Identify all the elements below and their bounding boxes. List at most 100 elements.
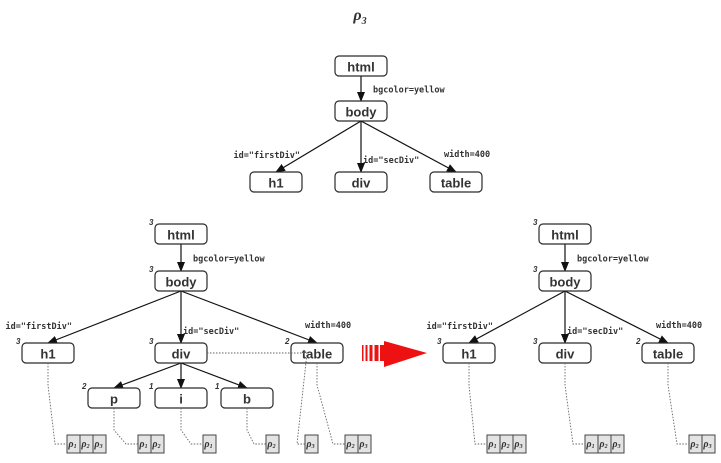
page-number: 1 — [592, 444, 595, 450]
page-cell: ρ2 — [79, 434, 94, 454]
node-count: 2 — [284, 337, 290, 346]
node-h1: h1 — [249, 171, 303, 193]
node-count: 3 — [533, 218, 538, 227]
edge-attribute-label: id="firstDiv" — [5, 321, 72, 332]
page-number: 3 — [364, 444, 368, 450]
node-label: i — [179, 392, 183, 407]
page-cell-label: ρ3 — [513, 439, 522, 451]
transform-arrow-icon — [362, 341, 427, 367]
node-label: b — [243, 392, 251, 407]
edge-html-body: bgcolor=yellow — [357, 76, 446, 102]
node-box — [154, 270, 208, 292]
node-count: 1 — [215, 382, 220, 391]
page-number: 3 — [617, 444, 621, 450]
page-set-div: ρ3 — [207, 352, 319, 454]
arrow-stripe — [365, 345, 368, 361]
node-html: html — [334, 55, 388, 77]
page-symbol: ρ — [585, 439, 591, 450]
page-symbol: ρ — [266, 439, 272, 450]
page-cell: ρ1 — [66, 434, 81, 454]
edge-arrow — [180, 290, 318, 344]
page-cell-box — [265, 434, 280, 454]
page-cell-label: ρ3 — [305, 439, 314, 451]
edge-attribute-label: bgcolor=yellow — [373, 86, 446, 96]
page-number: 3 — [708, 444, 712, 450]
page-cell-label: ρ2 — [598, 439, 607, 451]
node-count: 3 — [437, 337, 442, 346]
page-number: 1 — [494, 444, 497, 450]
node-label: table — [653, 347, 683, 362]
edge-attribute-label: width=400 — [305, 320, 351, 331]
page-cell: ρ2 — [597, 434, 612, 454]
dotted-connector — [316, 363, 345, 445]
edge-arrow — [113, 362, 182, 389]
edge-body-table: width=400 — [180, 290, 351, 344]
node-h1: h13 — [16, 337, 75, 364]
node-box — [154, 223, 208, 245]
page-cell: ρ2 — [150, 434, 165, 454]
page-symbol: ρ — [80, 439, 86, 450]
dotted-connector — [47, 363, 67, 445]
page-number: 1 — [210, 444, 213, 450]
edge-attribute-label: bgcolor=yellow — [577, 255, 650, 265]
node-div: div — [334, 171, 388, 193]
page-symbol: ρ — [345, 439, 351, 450]
page-cell-box — [202, 434, 217, 454]
node-box — [538, 223, 592, 245]
dotted-connector — [564, 363, 585, 445]
page-cell: ρ3 — [701, 434, 716, 454]
page-cell-label: ρ2 — [500, 439, 509, 451]
node-b: b1 — [215, 382, 274, 409]
page-symbol: ρ — [611, 439, 617, 450]
edge-attribute-label: id="firstDiv" — [426, 321, 493, 332]
page-cell: ρ1 — [584, 434, 599, 454]
edge-body-div: id="secDiv" — [177, 291, 239, 344]
node-label: body — [549, 275, 581, 290]
page-cell-label: ρ3 — [702, 439, 711, 451]
node-i: i1 — [149, 382, 208, 409]
edge-div-p — [113, 362, 182, 389]
node-count: 3 — [533, 265, 538, 274]
edge-attribute-label: id="secDiv" — [183, 326, 239, 337]
page-cell-box — [610, 434, 625, 454]
page-cell-box — [701, 434, 716, 454]
node-count: 3 — [149, 337, 154, 346]
node-count: 2 — [81, 382, 87, 391]
page-symbol: ρ — [513, 439, 519, 450]
node-count: 3 — [149, 218, 154, 227]
left-tree: bgcolor=yellowid="firstDiv"id="secDiv"wi… — [5, 218, 372, 454]
page-symbol: ρ — [500, 439, 506, 450]
page-cell: ρ1 — [202, 434, 217, 454]
page-cell: ρ3 — [357, 434, 372, 454]
page-cell: ρ2 — [265, 434, 280, 454]
node-count: 1 — [149, 382, 154, 391]
edge-body-h1: id="firstDiv" — [233, 120, 362, 173]
page-symbol: ρ — [67, 439, 73, 450]
dotted-connector — [468, 363, 487, 445]
edge-arrow — [180, 362, 248, 389]
page-cell: ρ1 — [486, 434, 501, 454]
page-cell: ρ2 — [499, 434, 514, 454]
edge-attribute-label: id="firstDiv" — [233, 150, 300, 161]
edge-body-h1: id="firstDiv" — [5, 290, 182, 344]
edge-attribute-label: id="secDiv" — [567, 326, 623, 337]
arrow-stripe — [380, 345, 385, 361]
page-symbol: ρ — [487, 439, 493, 450]
page-cell-label: ρ2 — [151, 439, 160, 451]
node-label: div — [172, 347, 192, 362]
page-cell-label: ρ2 — [266, 439, 275, 451]
node-box — [538, 270, 592, 292]
page-set-i: ρ1 — [180, 408, 217, 454]
node-box — [429, 171, 483, 193]
page-cell-box — [512, 434, 527, 454]
page-cell-label: ρ3 — [358, 439, 367, 451]
node-box — [334, 171, 388, 193]
page-cell-label: ρ3 — [611, 439, 620, 451]
edge-body-h1: id="firstDiv" — [426, 290, 566, 344]
